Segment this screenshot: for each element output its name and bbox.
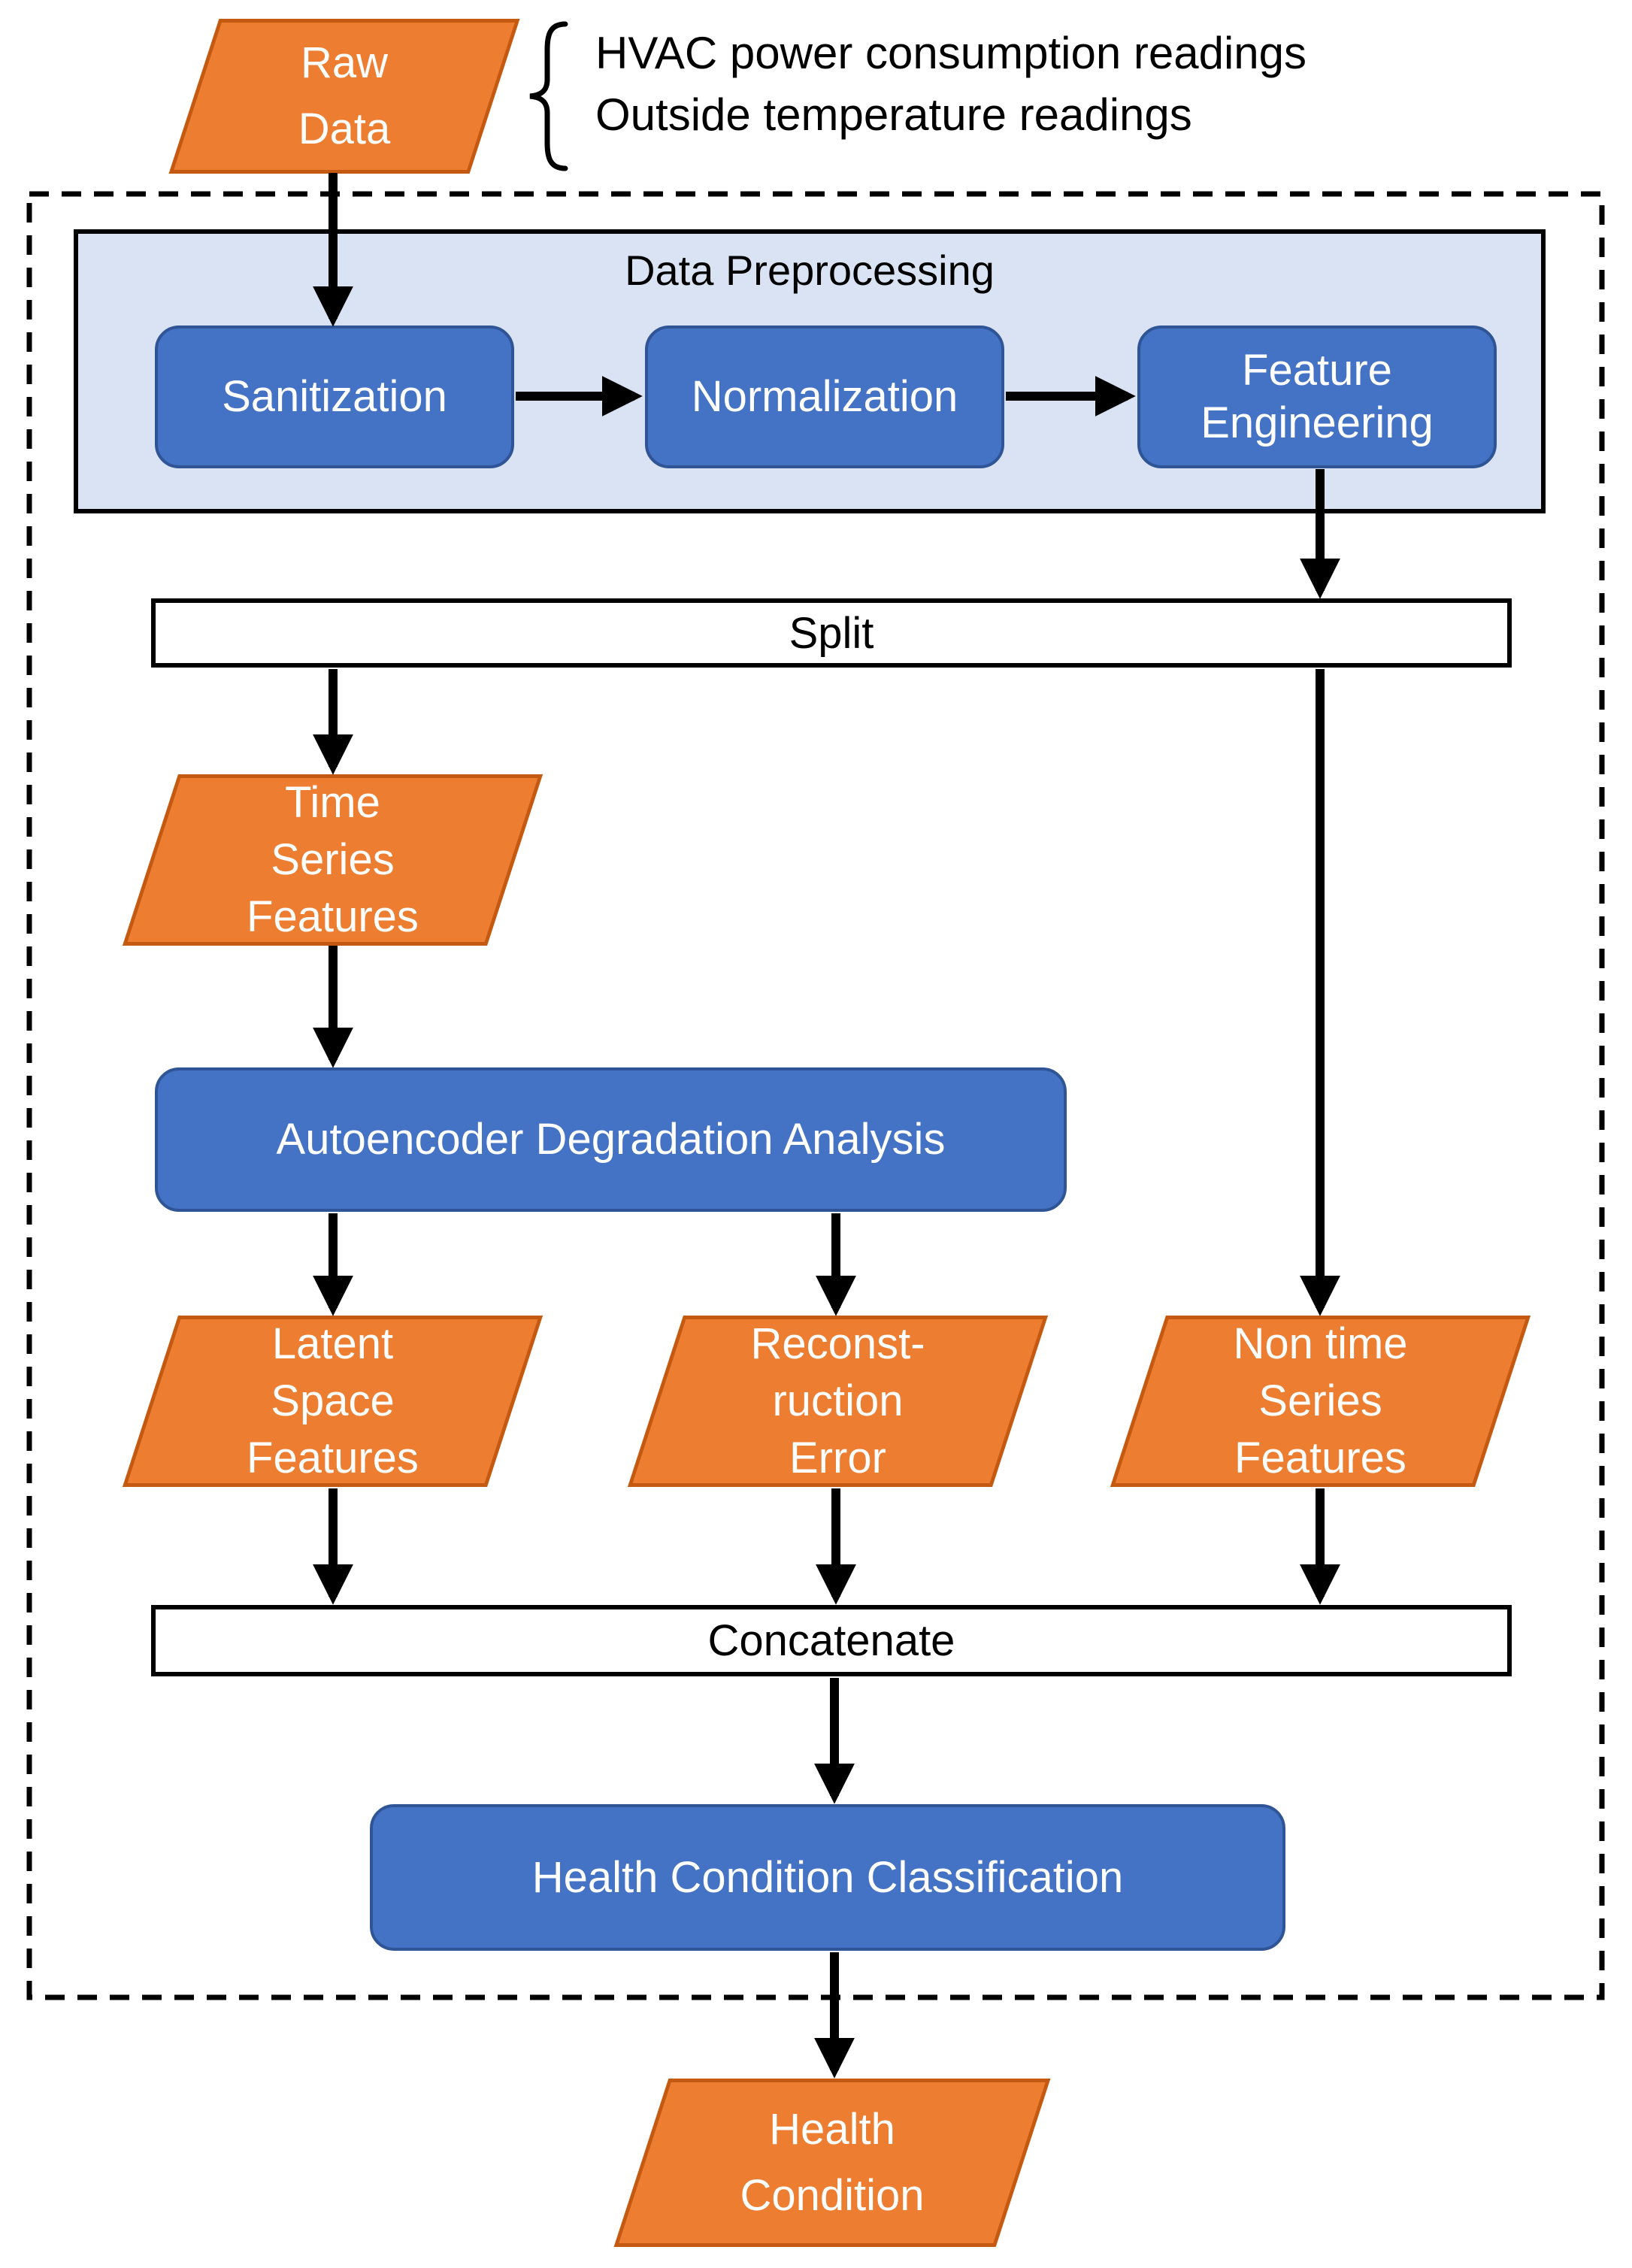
feature-engineering-label-line2: Engineering bbox=[1201, 398, 1434, 447]
health-condition-line2: Condition bbox=[740, 2171, 925, 2220]
health-condition-node: Health Condition bbox=[613, 2079, 1051, 2247]
time-series-features-line3: Features bbox=[247, 892, 419, 941]
sanitization-label: Sanitization bbox=[222, 372, 447, 421]
non-time-series-features-node: Non time Series Features bbox=[1110, 1316, 1531, 1487]
reconstruction-error-line3: Error bbox=[789, 1434, 886, 1482]
sanitization-node: Sanitization bbox=[155, 326, 514, 468]
raw-data-node: Raw Data bbox=[168, 19, 520, 174]
raw-data-annotation: HVAC power consumption readings Outside … bbox=[595, 23, 1307, 146]
annotation-line1: HVAC power consumption readings bbox=[595, 28, 1307, 78]
health-condition-classification-label: Health Condition Classification bbox=[531, 1852, 1124, 1902]
annotation-line2: Outside temperature readings bbox=[595, 89, 1192, 140]
latent-space-features-node: Latent Space Features bbox=[122, 1316, 543, 1487]
raw-data-label-line1: Raw bbox=[300, 38, 389, 87]
non-time-series-features-line3: Features bbox=[1234, 1434, 1406, 1482]
concatenate-bar: Concatenate bbox=[151, 1605, 1512, 1676]
time-series-features-line1: Time bbox=[285, 778, 380, 827]
latent-space-features-line1: Latent bbox=[271, 1319, 394, 1368]
normalization-node: Normalization bbox=[645, 326, 1004, 468]
non-time-series-features-line1: Non time bbox=[1233, 1319, 1408, 1368]
latent-space-features-line2: Space bbox=[271, 1376, 395, 1425]
time-series-features-line2: Series bbox=[271, 835, 395, 884]
time-series-features-node: Time Series Features bbox=[122, 774, 543, 946]
preprocessing-title: Data Preprocessing bbox=[625, 247, 995, 294]
feature-engineering-label-line1: Feature bbox=[1242, 346, 1392, 395]
health-condition-classification-node: Health Condition Classification bbox=[370, 1804, 1285, 1951]
autoencoder-label: Autoencoder Degradation Analysis bbox=[276, 1115, 946, 1164]
non-time-series-features-line2: Series bbox=[1258, 1376, 1382, 1425]
raw-data-label-line2: Data bbox=[298, 104, 391, 153]
split-label: Split bbox=[789, 608, 874, 658]
reconstruction-error-node: Reconst- ruction Error bbox=[627, 1316, 1049, 1487]
brace-icon bbox=[529, 21, 568, 171]
concatenate-label: Concatenate bbox=[707, 1616, 955, 1665]
normalization-label: Normalization bbox=[691, 372, 958, 421]
autoencoder-node: Autoencoder Degradation Analysis bbox=[155, 1067, 1067, 1212]
latent-space-features-line3: Features bbox=[247, 1434, 419, 1482]
split-bar: Split bbox=[151, 598, 1512, 668]
health-condition-line1: Health bbox=[769, 2105, 895, 2154]
reconstruction-error-line1: Reconst- bbox=[750, 1319, 925, 1368]
feature-engineering-node: Feature Engineering bbox=[1137, 326, 1497, 468]
reconstruction-error-line2: ruction bbox=[772, 1376, 904, 1425]
